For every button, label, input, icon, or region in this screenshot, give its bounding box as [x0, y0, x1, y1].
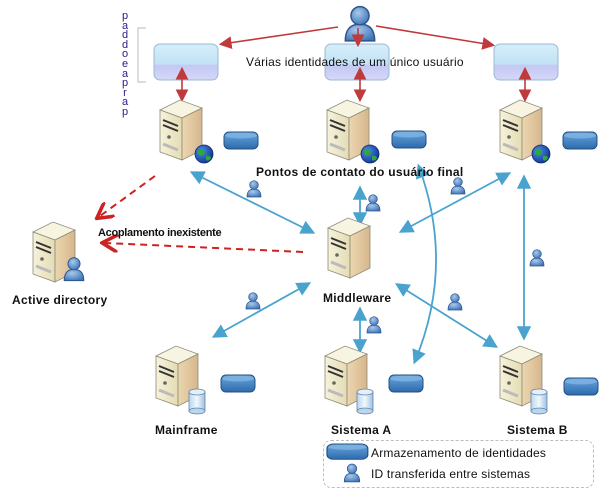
arrow-user-to-left	[218, 26, 339, 49]
middleware-server	[326, 216, 372, 280]
system-b-label: Sistema B	[507, 423, 568, 437]
id-transfer-icon	[529, 249, 545, 267]
vertical-char: p	[121, 77, 129, 90]
identity-store-icon	[562, 131, 598, 150]
vertical-char: a	[121, 19, 129, 32]
vertical-char: d	[121, 38, 129, 51]
identity-store-icon	[388, 374, 424, 393]
identity-store-icon	[563, 377, 599, 396]
identity-store-icon	[391, 130, 427, 149]
id-transfer-icon	[246, 180, 262, 198]
globe-icon	[360, 144, 380, 164]
id-transfer-icon	[447, 293, 463, 311]
id-transfer-icon	[366, 316, 382, 334]
legend: Armazenamento de identidades ID transfer…	[323, 440, 594, 488]
active-directory-label: Active directory	[12, 293, 108, 307]
identity-box-left	[153, 43, 219, 81]
system-a-label: Sistema A	[331, 423, 392, 437]
no-coupling-label: Acoplamento inexistente	[98, 227, 222, 239]
mainframe-label: Mainframe	[155, 423, 218, 437]
top-label: Várias identidades de um único usuário	[246, 55, 464, 69]
cylinder-icon	[530, 388, 548, 415]
identity-box-right	[493, 43, 559, 81]
vertical-char: e	[121, 57, 129, 70]
id-transfer-icon	[245, 292, 261, 310]
dashed-arrow-to-ad-middle	[106, 243, 304, 253]
vertical-char: p	[121, 105, 129, 118]
blue-arrow-middleware-to-mainframe	[211, 282, 312, 338]
globe-icon	[531, 144, 551, 164]
legend-id-transfer-text: ID transferida entre sistemas	[371, 467, 531, 481]
arrow-user-to-right	[375, 25, 496, 50]
legend-identity-store-text: Armazenamento de identidades	[371, 446, 547, 460]
vertical-char: o	[121, 48, 129, 61]
endpoints-label: Pontos de contato do usuário final	[256, 165, 464, 179]
dashed-arrow-to-ad-top	[100, 175, 156, 216]
vertical-char: a	[121, 96, 129, 109]
vertical-char: p	[121, 10, 129, 22]
identity-store-icon	[223, 131, 259, 150]
user-icon	[344, 5, 376, 42]
bracket	[137, 27, 146, 83]
blue-arrow-left-to-middleware	[189, 171, 316, 234]
identity-store-icon	[220, 374, 256, 393]
cylinder-icon	[356, 388, 374, 415]
middleware-label: Middleware	[323, 291, 392, 305]
vertical-char: a	[121, 67, 129, 80]
blue-arrow-middleware-to-system-b	[394, 283, 499, 348]
vertical-label: p a d d o e a p r a p	[119, 10, 131, 118]
globe-icon	[194, 144, 214, 164]
vertical-char: r	[123, 86, 127, 99]
vertical-char: d	[121, 29, 129, 42]
blue-curved-arrow	[412, 163, 437, 365]
cylinder-icon	[188, 388, 206, 415]
id-transfer-icon	[450, 177, 466, 195]
id-transfer-icon	[365, 194, 381, 212]
